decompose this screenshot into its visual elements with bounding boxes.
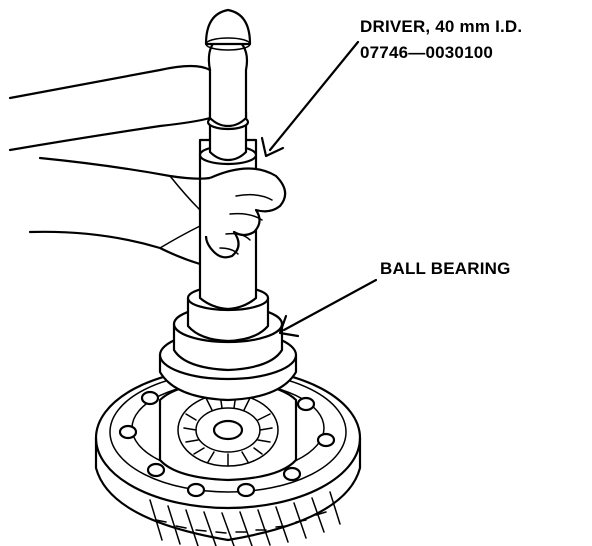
- driver-leader-line: [268, 40, 360, 152]
- hammer: [204, 8, 252, 128]
- ring-gear-bolts: [118, 390, 336, 498]
- callout-leaders: [260, 40, 378, 338]
- driver-part-number: 07746—0030100: [360, 43, 493, 62]
- hand-holding-driver: [8, 64, 287, 266]
- differential-assembly: [94, 304, 362, 546]
- ball-bearing-label: BALL BEARING: [380, 259, 511, 278]
- bearing-leader-line: [282, 278, 378, 332]
- ring-gear-teeth: [149, 491, 341, 546]
- driver-label-line1: DRIVER, 40 mm I.D.: [360, 17, 522, 36]
